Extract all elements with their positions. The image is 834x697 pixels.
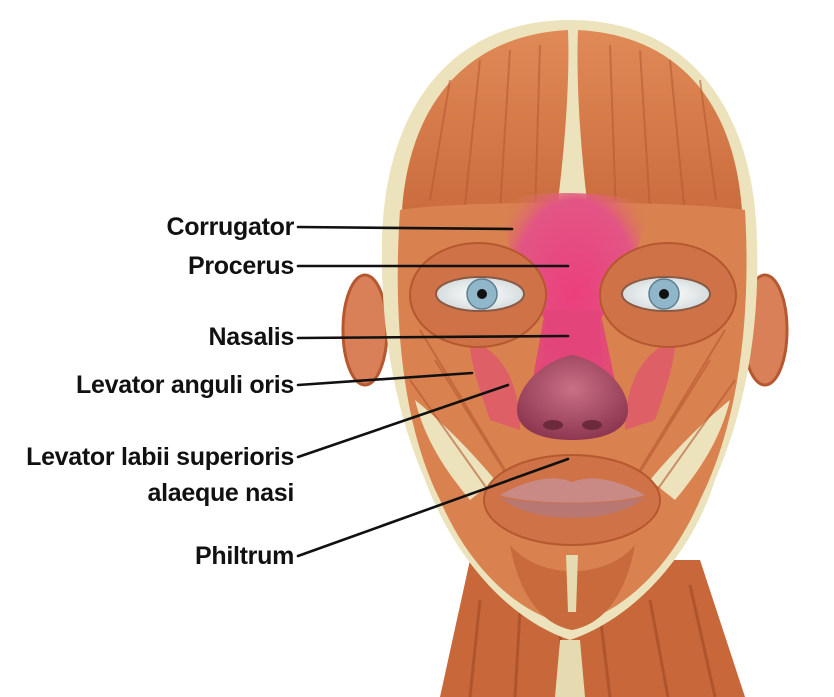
label-levator-labii-line1: Levator labii superioris xyxy=(26,442,294,472)
label-levator-labii-line2: alaeque nasi xyxy=(148,478,294,508)
leader-nasalis xyxy=(298,336,568,338)
label-levator-anguli-oris: Levator anguli oris xyxy=(76,370,294,400)
label-philtrum: Philtrum xyxy=(195,541,294,571)
leader-levator-labii xyxy=(298,385,508,457)
label-corrugator: Corrugator xyxy=(166,212,294,242)
label-procerus: Procerus xyxy=(188,251,294,281)
leader-philtrum xyxy=(298,459,568,556)
leader-corrugator xyxy=(298,227,512,229)
label-nasalis: Nasalis xyxy=(209,322,294,352)
leader-levator-anguli-oris xyxy=(298,373,472,385)
